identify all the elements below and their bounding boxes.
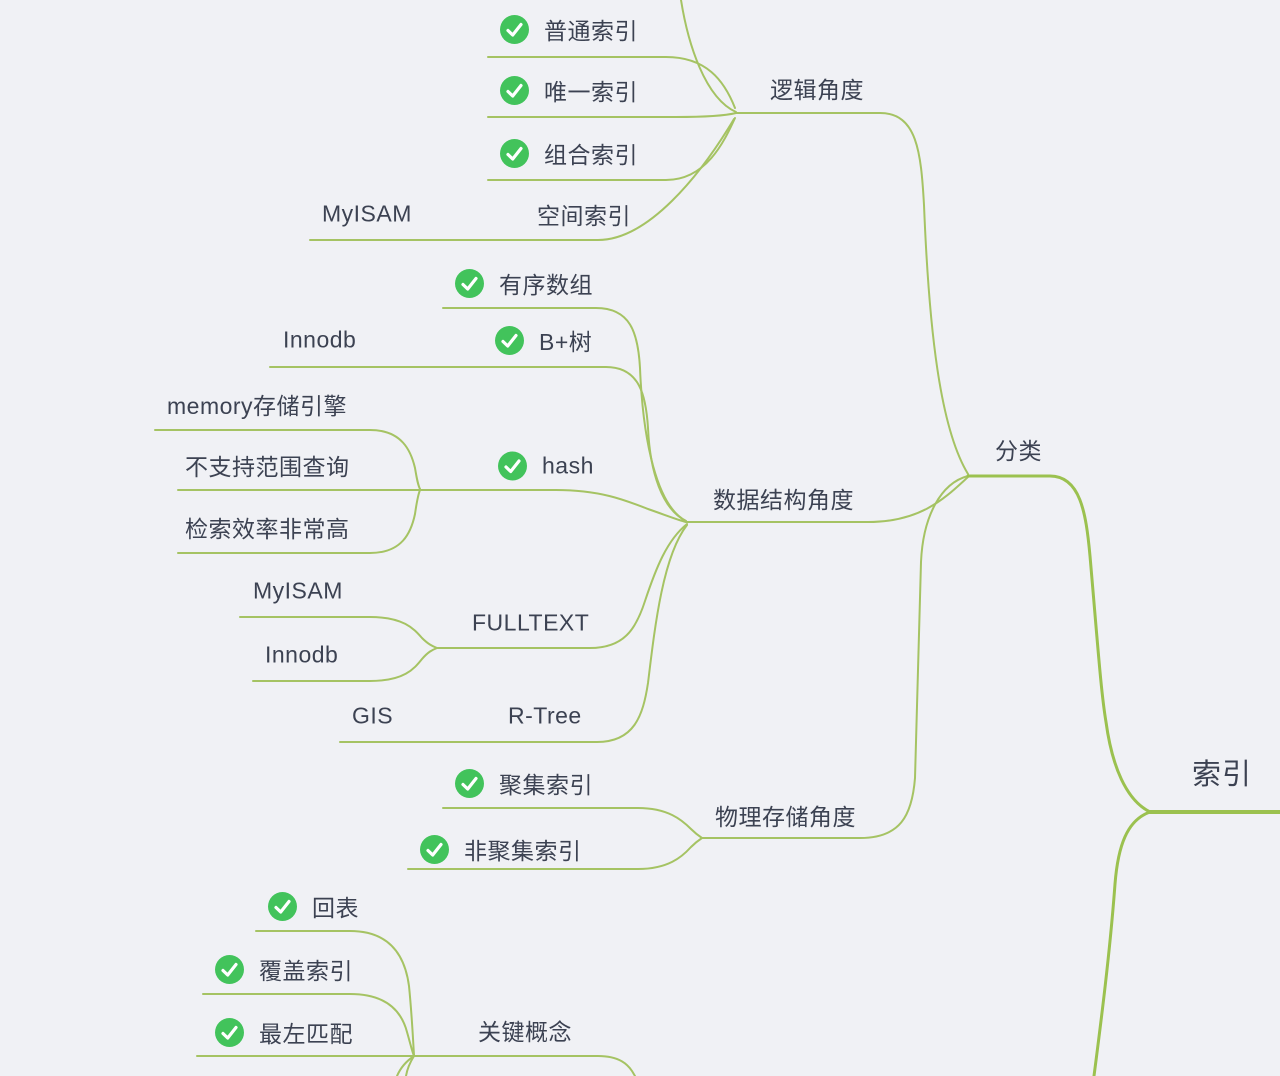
node-back-to-table[interactable]: 回表 <box>268 889 359 923</box>
node-hash[interactable]: hash <box>498 451 594 481</box>
node-label: FULLTEXT <box>472 609 590 636</box>
edge-unique-index <box>487 112 737 118</box>
node-spatial-index[interactable]: 空间索引 <box>537 197 631 231</box>
node-label: 逻辑角度 <box>770 77 864 103</box>
edge-cutoff-bottom-1 <box>396 1055 415 1076</box>
node-bplus-tree[interactable]: B+树 <box>495 323 592 357</box>
node-ordered-array[interactable]: 有序数组 <box>455 266 593 300</box>
node-label: 有序数组 <box>499 272 593 298</box>
node-label: 分类 <box>995 438 1042 464</box>
check-icon <box>498 451 527 481</box>
check-icon <box>420 834 449 864</box>
node-composite-index[interactable]: 组合索引 <box>500 136 638 170</box>
node-label: 不支持范围查询 <box>185 454 350 480</box>
node-clustered-index[interactable]: 聚集索引 <box>455 766 593 800</box>
check-icon <box>455 768 484 798</box>
node-unique-index[interactable]: 唯一索引 <box>500 73 638 107</box>
check-icon <box>500 75 529 105</box>
node-innodb-btree[interactable]: Innodb <box>283 327 356 354</box>
node-physical-storage-perspective[interactable]: 物理存储角度 <box>715 798 856 832</box>
node-leftmost-match[interactable]: 最左匹配 <box>215 1015 353 1049</box>
check-icon <box>495 325 524 355</box>
check-icon <box>215 1017 244 1047</box>
node-label: 非聚集索引 <box>464 838 582 864</box>
node-label: 唯一索引 <box>544 79 638 105</box>
node-root-index[interactable]: 索引 <box>1192 751 1252 793</box>
node-label: 数据结构角度 <box>713 487 854 513</box>
node-label: 检索效率非常高 <box>185 516 350 542</box>
node-label: 最左匹配 <box>259 1021 353 1047</box>
node-no-range-query[interactable]: 不支持范围查询 <box>185 448 350 482</box>
node-normal-index[interactable]: 普通索引 <box>500 12 638 46</box>
check-icon <box>215 954 244 984</box>
node-label: 普通索引 <box>544 18 638 44</box>
node-classification[interactable]: 分类 <box>995 432 1042 466</box>
node-gis[interactable]: GIS <box>352 703 393 730</box>
edge-logical-to-classification <box>735 112 969 475</box>
edge-cutoff-bottom-2 <box>405 1055 415 1076</box>
node-label: 关键概念 <box>478 1019 572 1045</box>
node-innodb-fulltext[interactable]: Innodb <box>265 642 338 669</box>
node-myisam-spatial[interactable]: MyISAM <box>322 201 412 228</box>
node-label: 索引 <box>1192 759 1253 791</box>
node-label: R-Tree <box>508 702 582 729</box>
node-label: Innodb <box>283 326 357 353</box>
node-label: GIS <box>352 702 394 729</box>
node-label: MyISAM <box>322 200 412 227</box>
node-label: 覆盖索引 <box>259 958 353 984</box>
edge-root-to-key-concepts <box>1092 810 1152 1076</box>
node-high-efficiency[interactable]: 检索效率非常高 <box>185 510 350 544</box>
node-label: memory存储引擎 <box>167 393 348 419</box>
edge-hash-to-datastructure <box>419 489 687 523</box>
node-label: 物理存储角度 <box>715 804 856 830</box>
check-icon <box>500 14 529 44</box>
node-rtree[interactable]: R-Tree <box>508 703 582 730</box>
node-label: 组合索引 <box>544 142 638 168</box>
node-memory-engine[interactable]: memory存储引擎 <box>167 387 347 421</box>
node-fulltext[interactable]: FULLTEXT <box>472 610 589 637</box>
node-non-clustered-index[interactable]: 非聚集索引 <box>420 832 582 866</box>
check-icon <box>455 268 484 298</box>
node-label: MyISAM <box>253 577 343 604</box>
check-icon <box>500 138 529 168</box>
node-data-structure-perspective[interactable]: 数据结构角度 <box>713 481 854 515</box>
edge-physical-to-classification <box>701 475 969 839</box>
node-logical-perspective[interactable]: 逻辑角度 <box>770 71 864 105</box>
node-label: 聚集索引 <box>499 772 593 798</box>
node-label: Innodb <box>265 641 339 668</box>
edge-key-concepts-underline <box>413 1055 636 1076</box>
node-label: 回表 <box>312 895 359 921</box>
check-icon <box>268 891 297 921</box>
node-label: hash <box>542 452 594 479</box>
node-label: 空间索引 <box>537 203 631 229</box>
node-covering-index[interactable]: 覆盖索引 <box>215 952 353 986</box>
edge-classification-to-root <box>966 474 1152 814</box>
edge-cutoff-top <box>680 0 737 113</box>
node-key-concepts[interactable]: 关键概念 <box>478 1013 572 1047</box>
node-label: B+树 <box>539 329 593 355</box>
node-myisam-fulltext[interactable]: MyISAM <box>253 578 343 605</box>
